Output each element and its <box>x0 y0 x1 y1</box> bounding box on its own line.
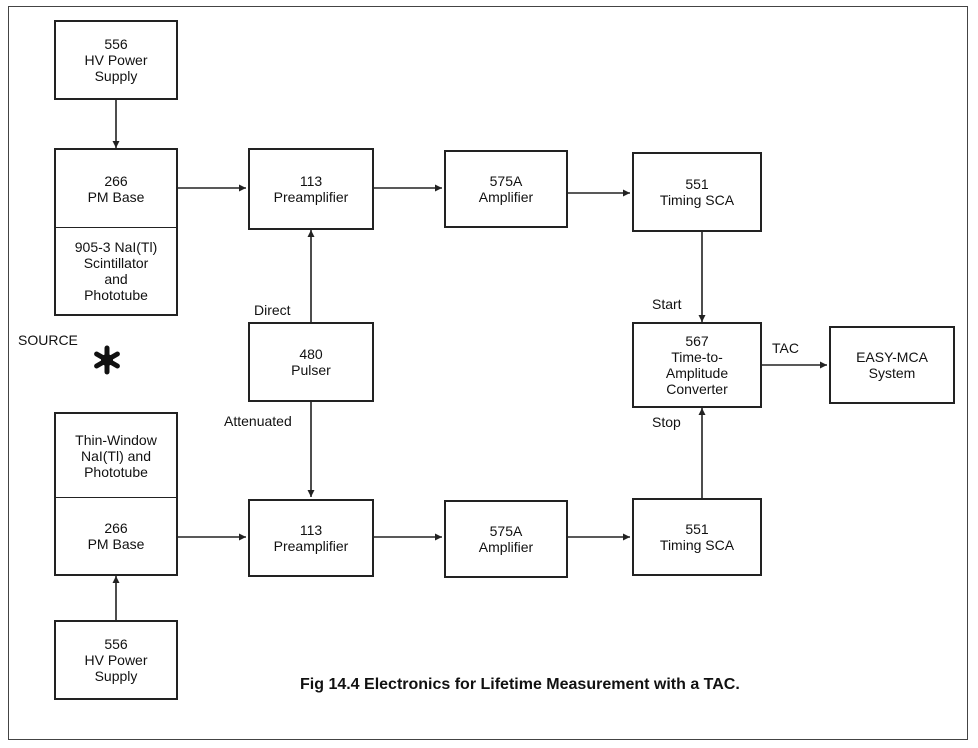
source-label: SOURCE <box>18 332 78 348</box>
pulser: 480 Pulser <box>248 322 374 402</box>
hv-bottom-line2: HV Power <box>84 652 148 668</box>
hv-top-model: 556 <box>104 36 128 52</box>
pulser-model: 480 <box>299 346 323 362</box>
hv-top-line2: HV Power <box>84 52 148 68</box>
amp-bottom-label: Amplifier <box>478 539 534 555</box>
sca-top-model: 551 <box>685 176 709 192</box>
amp-top-label: Amplifier <box>478 189 534 205</box>
preamplifier-bottom: 113 Preamplifier <box>248 499 374 577</box>
sca-top-label: Timing SCA <box>659 192 735 208</box>
thin-window-line2: NaI(Tl) and <box>80 447 152 464</box>
hv-power-supply-top: 556 HV Power Supply <box>54 20 178 100</box>
hv-top-line3: Supply <box>94 68 138 84</box>
detector-assembly-bottom: Thin-Window NaI(Tl) and Phototube 266 PM… <box>54 412 178 576</box>
source-star-icon <box>94 345 120 375</box>
pm-base-bottom-label: PM Base <box>87 536 145 552</box>
figure-frame <box>8 6 968 740</box>
amplifier-top: 575A Amplifier <box>444 150 568 228</box>
tac-line4: Converter <box>666 381 728 397</box>
preamp-top-label: Preamplifier <box>273 189 349 205</box>
thin-window-phototube: Thin-Window NaI(Tl) and Phototube <box>56 414 176 498</box>
sca-bottom-model: 551 <box>685 521 709 537</box>
scintillator-line3: and <box>104 271 128 287</box>
hv-bottom-model: 556 <box>104 636 128 652</box>
amp-bottom-model: 575A <box>489 523 523 539</box>
timing-sca-top: 551 Timing SCA <box>632 152 762 232</box>
detector-assembly-top: 266 PM Base 905-3 NaI(Tl) Scintillator a… <box>54 148 178 316</box>
start-label: Start <box>652 296 682 312</box>
tac-line2: Time-to- <box>671 349 723 365</box>
scintillator-phototube: 905-3 NaI(Tl) Scintillator and Phototube <box>56 228 176 314</box>
thin-window-line1: Thin-Window <box>75 431 157 448</box>
scintillator-line4: Phototube <box>84 287 148 303</box>
mca-line2: System <box>868 365 916 381</box>
pm-base-top: 266 PM Base <box>56 150 176 228</box>
preamp-top-model: 113 <box>299 173 323 189</box>
hv-bottom-line3: Supply <box>94 668 138 684</box>
time-to-amplitude-converter: 567 Time-to- Amplitude Converter <box>632 322 762 408</box>
scintillator-line1: 905-3 NaI(Tl) <box>74 239 158 255</box>
pm-base-top-label: PM Base <box>87 188 145 205</box>
pm-base-bottom-model: 266 <box>104 520 128 536</box>
preamplifier-top: 113 Preamplifier <box>248 148 374 230</box>
stop-label: Stop <box>652 414 681 430</box>
amplifier-bottom: 575A Amplifier <box>444 500 568 578</box>
preamp-bottom-label: Preamplifier <box>273 538 349 554</box>
tac-output-label: TAC <box>772 340 799 356</box>
sca-bottom-label: Timing SCA <box>659 537 735 553</box>
hv-power-supply-bottom: 556 HV Power Supply <box>54 620 178 700</box>
pm-base-bottom: 266 PM Base <box>56 498 176 574</box>
tac-model: 567 <box>685 333 709 349</box>
easy-mca-system: EASY-MCA System <box>829 326 955 404</box>
pm-base-top-model: 266 <box>104 172 128 189</box>
thin-window-line3: Phototube <box>84 463 148 480</box>
figure-caption: Fig 14.4 Electronics for Lifetime Measur… <box>300 676 740 693</box>
attenuated-label: Attenuated <box>224 413 292 429</box>
tac-line3: Amplitude <box>665 365 729 381</box>
preamp-bottom-model: 113 <box>299 522 323 538</box>
timing-sca-bottom: 551 Timing SCA <box>632 498 762 576</box>
scintillator-line2: Scintillator <box>83 255 149 271</box>
mca-line1: EASY-MCA <box>856 349 928 365</box>
amp-top-model: 575A <box>489 173 523 189</box>
direct-label: Direct <box>254 302 291 318</box>
pulser-label: Pulser <box>291 362 331 378</box>
